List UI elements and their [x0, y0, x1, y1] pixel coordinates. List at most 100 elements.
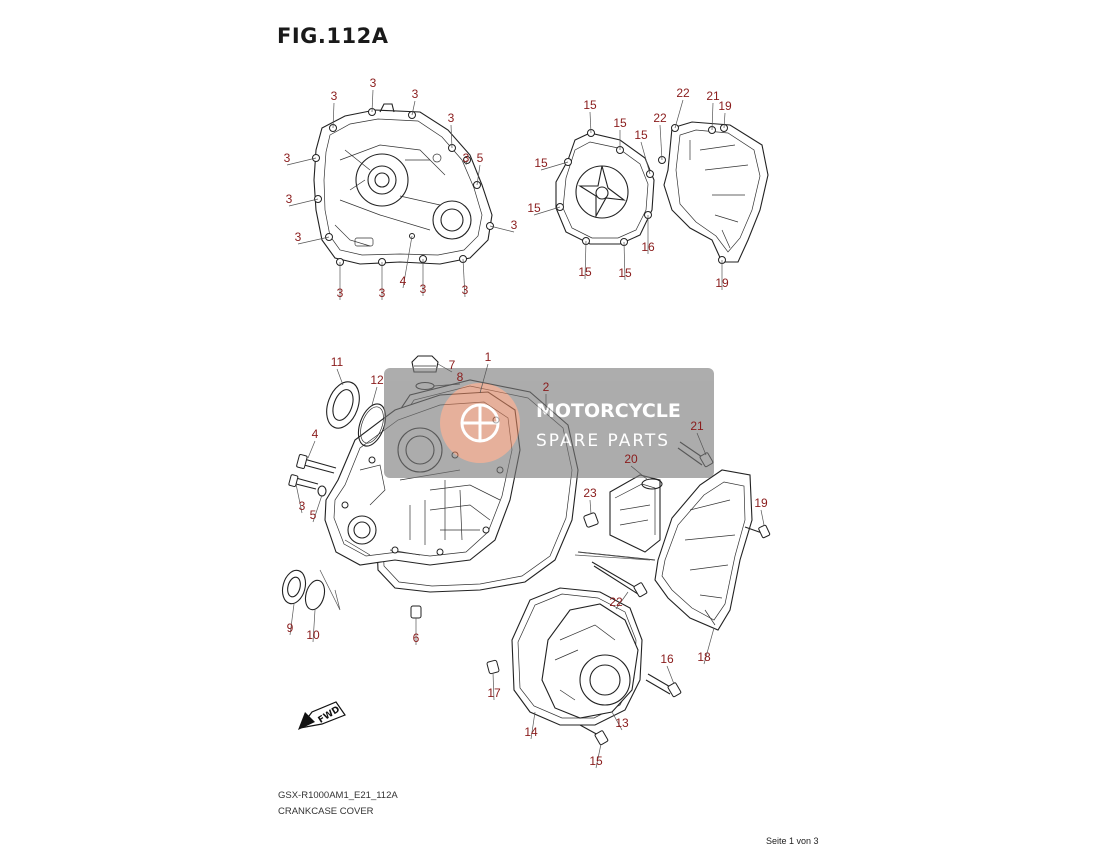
callout-leader-line — [711, 102, 714, 131]
fwd-arrow-icon: FWD — [298, 701, 346, 730]
callout-label: 8 — [457, 370, 464, 384]
callout-leader-line — [297, 236, 330, 245]
oil-seal-part — [326, 381, 387, 447]
callout-label: 16 — [660, 652, 674, 666]
callout-leader-line — [723, 112, 726, 129]
callout-label: 17 — [487, 686, 501, 700]
callout-label: 19 — [754, 496, 768, 510]
callout-label: 2 — [543, 380, 550, 394]
clutch-cover-part — [312, 103, 494, 266]
callout-label: 3 — [284, 151, 291, 165]
callout-label: 5 — [310, 508, 317, 522]
callout-leader-line — [611, 711, 623, 731]
watermark: MOTORCYCLE SPARE PARTS — [384, 368, 714, 478]
callout-label: 23 — [583, 486, 597, 500]
callout-leader-line — [674, 99, 684, 129]
callout-label: 3 — [462, 283, 469, 297]
callout-leader-line — [312, 609, 316, 643]
sprocket-cover-part — [658, 121, 769, 264]
callout-label: 3 — [379, 286, 386, 300]
callout-leader-line — [623, 241, 626, 281]
callout-label: 11 — [331, 355, 344, 369]
callout-label: 3 — [511, 218, 518, 232]
callout-leader-line — [584, 240, 587, 280]
callout-leader-line — [589, 111, 592, 134]
watermark-line2: SPARE PARTS — [536, 431, 670, 451]
callout-leader-line — [489, 225, 515, 233]
callout-label: 22 — [653, 111, 667, 125]
callout-leader-line — [476, 164, 481, 186]
callout-label: 19 — [715, 276, 729, 290]
callout-leader-line — [288, 198, 319, 207]
callout-leader-line — [640, 141, 651, 175]
callout-label: 4 — [400, 274, 407, 288]
callout-leader-line — [615, 591, 629, 610]
callout-leader-line — [312, 494, 323, 523]
callout-leader-line — [336, 368, 344, 386]
callout-leader-line — [465, 159, 468, 166]
callout-label: 3 — [331, 89, 338, 103]
callout-label: 14 — [524, 725, 538, 739]
callout-label: 4 — [312, 427, 319, 441]
callout-label: 3 — [370, 76, 377, 90]
callout-label: 22 — [676, 86, 690, 100]
callout-label: 9 — [287, 621, 294, 635]
callout-label: 18 — [697, 650, 711, 664]
callout-leader-line — [402, 235, 413, 289]
callout-leader-line — [479, 363, 489, 394]
callout-leader-line — [492, 672, 495, 701]
callout-leader-line — [332, 102, 335, 129]
watermark-line1: MOTORCYCLE — [536, 400, 681, 422]
callout-label: 3 — [299, 499, 306, 513]
seal-ring-part — [281, 569, 326, 611]
generator-bolts-part — [579, 673, 682, 746]
callout-leader-line — [371, 386, 378, 406]
callout-leader-line — [703, 627, 715, 665]
callout-leader-line — [286, 157, 317, 166]
callout-leader-line — [589, 499, 592, 515]
callout-leader-line — [595, 743, 602, 769]
magneto-cover-part — [555, 129, 655, 246]
callout-leader-line — [450, 124, 453, 149]
callout-label: 15 — [534, 156, 548, 170]
page-indicator: Seite 1 von 3 — [766, 836, 819, 846]
callout-leader-line — [289, 603, 295, 636]
callout-label: 15 — [527, 201, 541, 215]
callout-label: 12 — [370, 373, 384, 387]
callout-leader-line — [462, 258, 466, 298]
callout-label: 3 — [412, 87, 419, 101]
callout-leader-line — [696, 432, 707, 456]
callout-label: 22 — [609, 595, 623, 609]
callout-label: 20 — [624, 452, 638, 466]
callout-leader-line — [666, 665, 675, 685]
callout-leader-line — [371, 89, 374, 113]
callout-label: 1 — [485, 350, 492, 364]
callout-leader-line — [437, 363, 453, 373]
callout-leader-line — [411, 100, 416, 116]
callout-label: 3 — [295, 230, 302, 244]
model-code: GSX-R1000AM1_E21_112A — [278, 790, 398, 801]
callout-label: 16 — [641, 240, 655, 254]
callout-label: 15 — [578, 265, 592, 279]
figure-title: FIG.112A — [277, 24, 389, 48]
callout-leader-line — [659, 124, 663, 161]
callout-label: 15 — [583, 98, 597, 112]
callout-label: 7 — [449, 358, 456, 372]
callout-label: 15 — [613, 116, 627, 130]
callout-label: 21 — [690, 419, 704, 433]
callout-label: 10 — [306, 628, 320, 642]
callout-leader-line — [530, 711, 536, 740]
callout-label: 15 — [589, 754, 603, 768]
callout-label: 3 — [448, 111, 455, 125]
callout-leader-line — [433, 383, 461, 387]
callout-leader-line — [630, 465, 649, 481]
callout-label: 13 — [615, 716, 629, 730]
callout-leader-line — [295, 483, 303, 514]
callout-label: 3 — [337, 286, 344, 300]
callout-label: 3 — [420, 282, 427, 296]
generator-cover-part — [486, 587, 643, 726]
guide-lines — [319, 551, 656, 611]
callout-label: 19 — [718, 99, 732, 113]
